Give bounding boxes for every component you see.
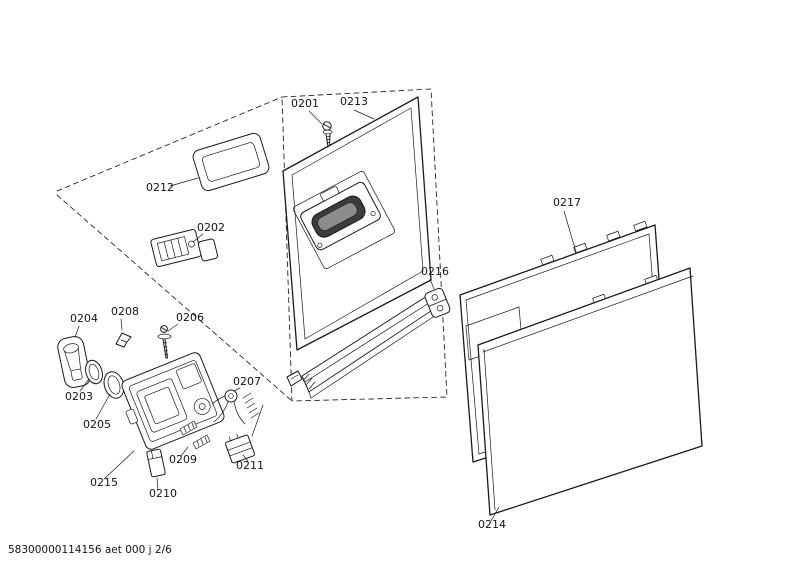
screw-0206 [157,325,172,359]
pump-part [57,336,91,388]
part-label-0215: 0215 [90,476,118,489]
door-bottom-trim [286,295,437,399]
hinge-bracket [424,287,451,318]
bracket-0210 [146,448,166,478]
panel-tabs [540,220,648,266]
part-label-0210: 0210 [149,487,177,500]
part-label-0208: 0208 [111,305,139,318]
part-label-0206: 0206 [176,311,204,324]
part-label-0212: 0212 [146,181,174,194]
part-labels: 0201 0213 0212 0202 0217 0216 0204 0208 … [65,95,581,531]
door-front-panel [477,267,703,516]
part-label-0203: 0203 [65,390,93,403]
part-label-0214: 0214 [478,518,506,531]
retainer-clip [115,332,132,348]
spring-levers [179,420,211,450]
inner-door-panel [282,96,432,351]
detergent-dispenser [121,352,225,450]
seal-ring-large [103,371,125,399]
part-label-0213: 0213 [340,95,368,108]
part-label-0217: 0217 [553,196,581,209]
door-handle-recess [292,171,396,269]
part-label-0207: 0207 [233,375,261,388]
part-label-0211: 0211 [236,459,264,472]
door-handle [300,181,381,251]
part-label-0205: 0205 [83,418,111,431]
part-label-0204: 0204 [70,312,98,325]
part-label-0202: 0202 [197,221,225,234]
screw-0201 [322,121,333,148]
micro-switch [225,433,255,464]
projection-guides [56,88,448,402]
leader-lines [74,109,577,522]
seal-ring-small [85,359,103,385]
window-frame [192,132,270,192]
part-label-0201: 0201 [291,97,319,110]
document-reference: 58300000114156 aet 000 j 2/6 [8,544,172,556]
part-label-0216: 0216 [421,265,449,278]
latch-knob [211,389,264,437]
control-module [150,228,219,268]
part-label-0209: 0209 [169,453,197,466]
